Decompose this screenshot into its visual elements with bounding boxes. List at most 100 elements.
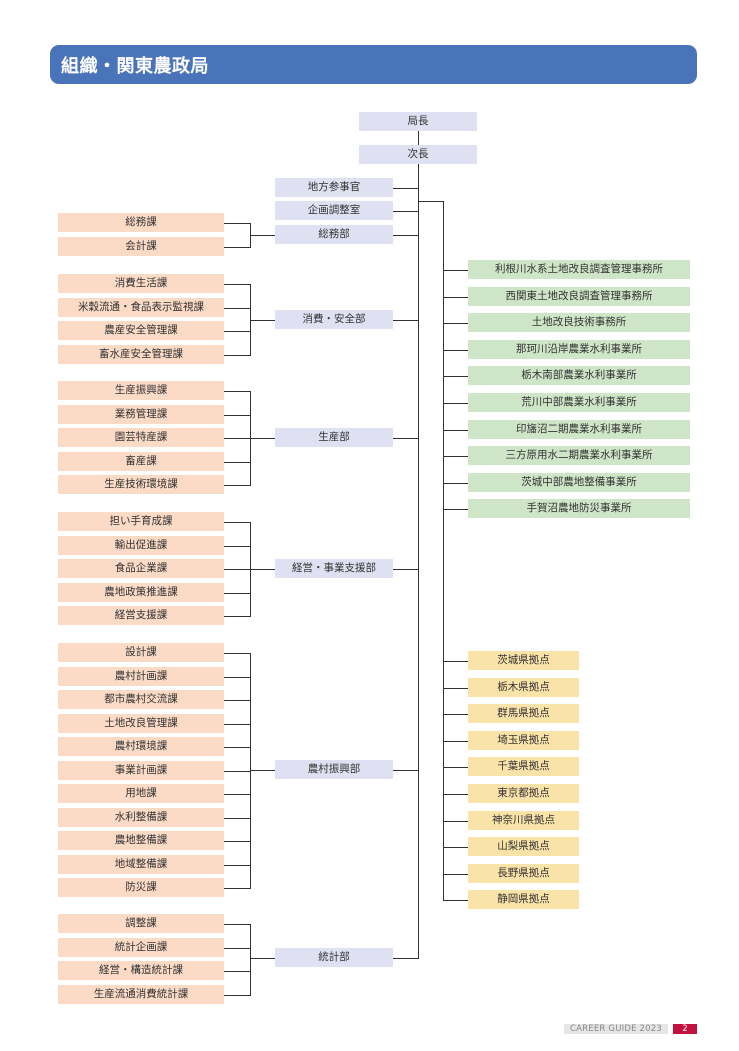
prefecture-base-connector [443,900,468,901]
section-connector [224,546,250,547]
section-connector [224,995,250,996]
department-spine-connector [393,958,418,959]
page-header: 組織・関東農政局 [50,45,697,84]
section-connector [224,616,250,617]
section-box: 調整課 [58,914,224,933]
department-box: 統計部 [275,948,393,967]
section-connector [224,308,250,309]
section-connector [224,924,250,925]
prefecture-base-connector [443,874,468,875]
section-box: 農村環境課 [58,737,224,756]
department-box: 消費・安全部 [275,310,393,329]
prefecture-base-connector [443,741,468,742]
prefecture-base-connector [443,847,468,848]
department-spine-connector [393,235,418,236]
staff-box-1: 企画調整室 [275,201,393,220]
section-box: 輸出促進課 [58,536,224,555]
office-connector [443,403,468,404]
office-box: 三方原用水二期農業水利事業所 [468,446,690,465]
bracket-to-department [250,438,275,439]
section-connector [224,247,250,248]
section-connector [224,841,250,842]
office-box: 茨城中部農地整備事業所 [468,473,690,492]
office-connector [443,270,468,271]
section-box: 生産技術環境課 [58,475,224,494]
section-box: 用地課 [58,784,224,803]
prefecture-base-box: 東京都拠点 [468,784,579,803]
office-connector [443,297,468,298]
office-box: 栃木南部農業水利事業所 [468,366,690,385]
office-connector [443,350,468,351]
office-box: 利根川水系土地改良調査管理事務所 [468,260,690,279]
section-box: 経営支援課 [58,606,224,625]
sub-spine [443,201,444,901]
prefecture-base-connector [443,714,468,715]
office-connector [443,323,468,324]
section-connector [224,677,250,678]
section-box: 農地整備課 [58,831,224,850]
office-box: 西関東土地改良調査管理事務所 [468,287,690,306]
prefecture-base-box: 神奈川県拠点 [468,811,579,830]
section-box: 畜産課 [58,452,224,471]
prefecture-base-box: 静岡県拠点 [468,890,579,909]
department-spine-connector [393,770,418,771]
section-connector [224,391,250,392]
bracket-to-department [250,235,275,236]
section-connector [224,284,250,285]
section-connector [224,700,250,701]
office-connector [443,430,468,431]
department-spine-connector [393,320,418,321]
section-box: 経営・構造統計課 [58,961,224,980]
section-connector [224,948,250,949]
department-box: 総務部 [275,225,393,244]
section-box: 水利整備課 [58,808,224,827]
page-number: 2 [673,1024,697,1034]
section-box: 地域整備課 [58,855,224,874]
section-connector [224,415,250,416]
section-connector [224,747,250,748]
connector-line [393,211,418,212]
page-title: 組織・関東農政局 [61,56,209,77]
section-box: 米穀流通・食品表示監視課 [58,298,224,317]
department-box: 農村振興部 [275,760,393,779]
department-spine-connector [393,569,418,570]
section-connector [224,971,250,972]
section-box: 消費生活課 [58,274,224,293]
section-connector [224,522,250,523]
section-connector [224,724,250,725]
section-box: 総務課 [58,213,224,232]
section-connector [224,485,250,486]
section-bracket [250,653,251,889]
prefecture-base-box: 栃木県拠点 [468,678,579,697]
prefecture-base-box: 千葉県拠点 [468,757,579,776]
bracket-to-department [250,569,275,570]
office-box: 手賀沼農地防災事業所 [468,499,690,518]
sub-spine-branch [418,201,443,202]
section-box: 設計課 [58,643,224,662]
office-box: 荒川中部農業水利事業所 [468,393,690,412]
section-connector [224,771,250,772]
section-connector [224,818,250,819]
section-connector [224,331,250,332]
prefecture-base-connector [443,794,468,795]
office-connector [443,509,468,510]
prefecture-base-box: 埼玉県拠点 [468,731,579,750]
section-connector [224,593,250,594]
section-box: 園芸特産課 [58,428,224,447]
prefecture-base-connector [443,767,468,768]
prefecture-base-connector [443,688,468,689]
prefecture-base-connector [443,661,468,662]
section-box: 防災課 [58,878,224,897]
section-box: 土地改良管理課 [58,714,224,733]
bracket-to-department [250,770,275,771]
section-connector [224,462,250,463]
footer-guide-label: CAREER GUIDE 2023 [564,1024,668,1034]
deputy-box: 次長 [359,145,477,164]
director-deputy-line [418,131,419,145]
section-connector [224,888,250,889]
staff-box-0: 地方参事官 [275,178,393,197]
section-box: 生産振興課 [58,381,224,400]
section-box: 業務管理課 [58,405,224,424]
section-connector [224,653,250,654]
office-connector [443,456,468,457]
